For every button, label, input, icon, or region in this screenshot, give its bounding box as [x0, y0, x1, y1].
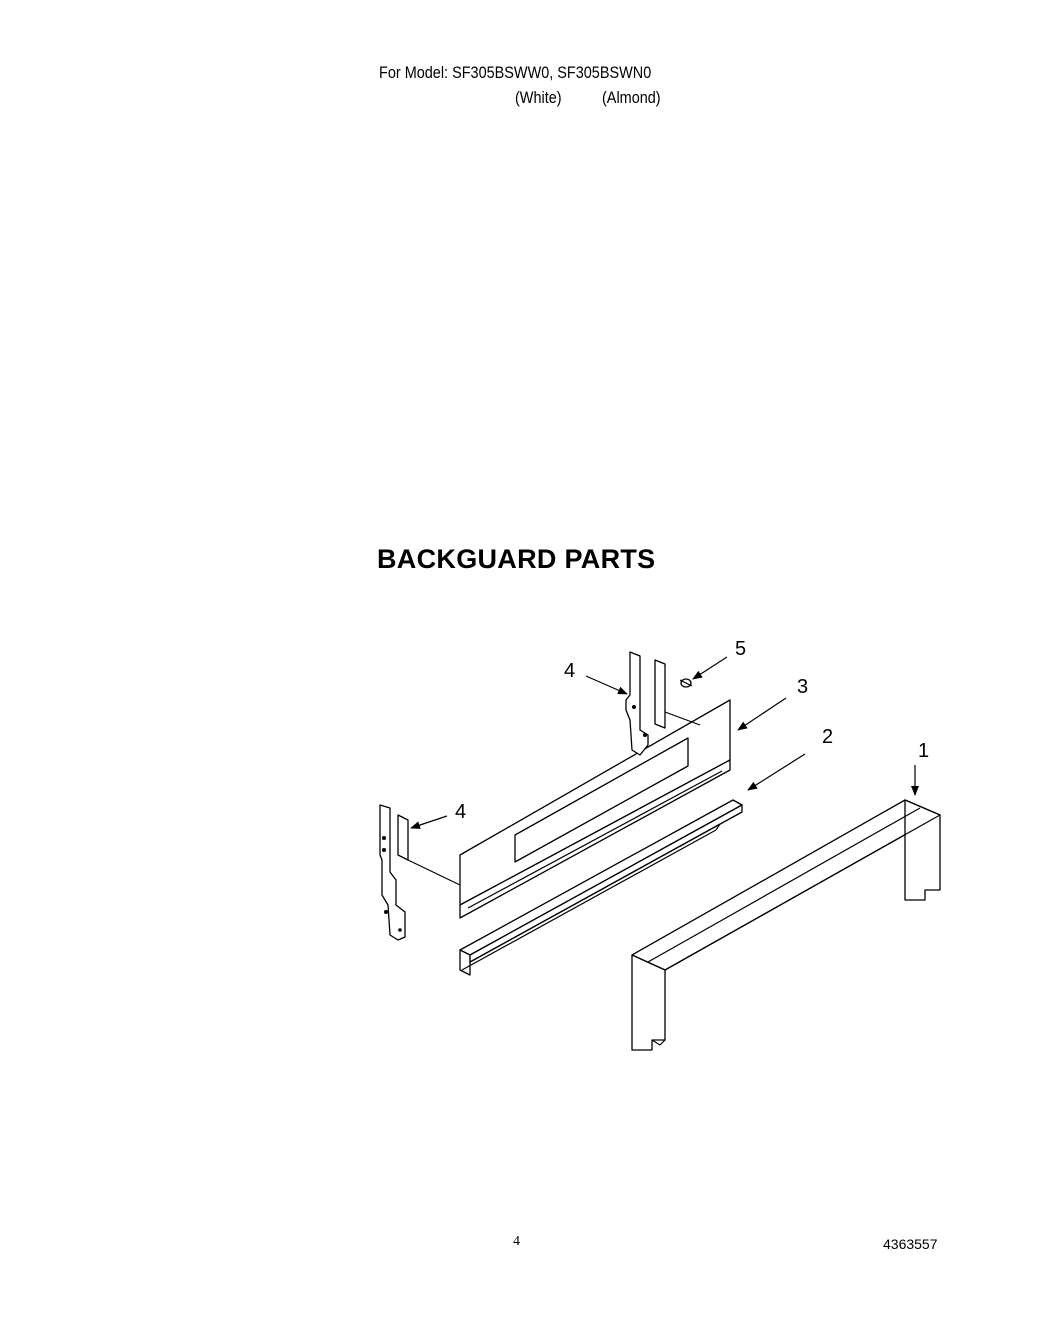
- part-3-backguard-panel: [459, 699, 731, 919]
- callout-2: 2: [822, 726, 833, 748]
- callout-5: 5: [735, 638, 746, 660]
- callout-3: 3: [797, 676, 808, 698]
- part-4-upper-bracket: [625, 651, 666, 756]
- part-5-screw: [679, 678, 693, 688]
- page-number: 4: [513, 1234, 520, 1249]
- color-white-label: (White): [515, 88, 562, 107]
- part-2-trim-channel: [459, 799, 743, 976]
- model-line: For Model: SF305BSWW0, SF305BSWN0: [379, 63, 652, 82]
- callout-4-lower: 4: [455, 801, 466, 823]
- document-number: 4363557: [883, 1236, 938, 1252]
- part-1-backguard-trim: [631, 799, 941, 1051]
- callout-4-upper: 4: [564, 660, 575, 682]
- page-title: BACKGUARD PARTS: [377, 544, 656, 574]
- color-almond-label: (Almond): [602, 88, 661, 107]
- callout-1: 1: [918, 740, 929, 762]
- part-4-lower-bracket: [379, 804, 409, 941]
